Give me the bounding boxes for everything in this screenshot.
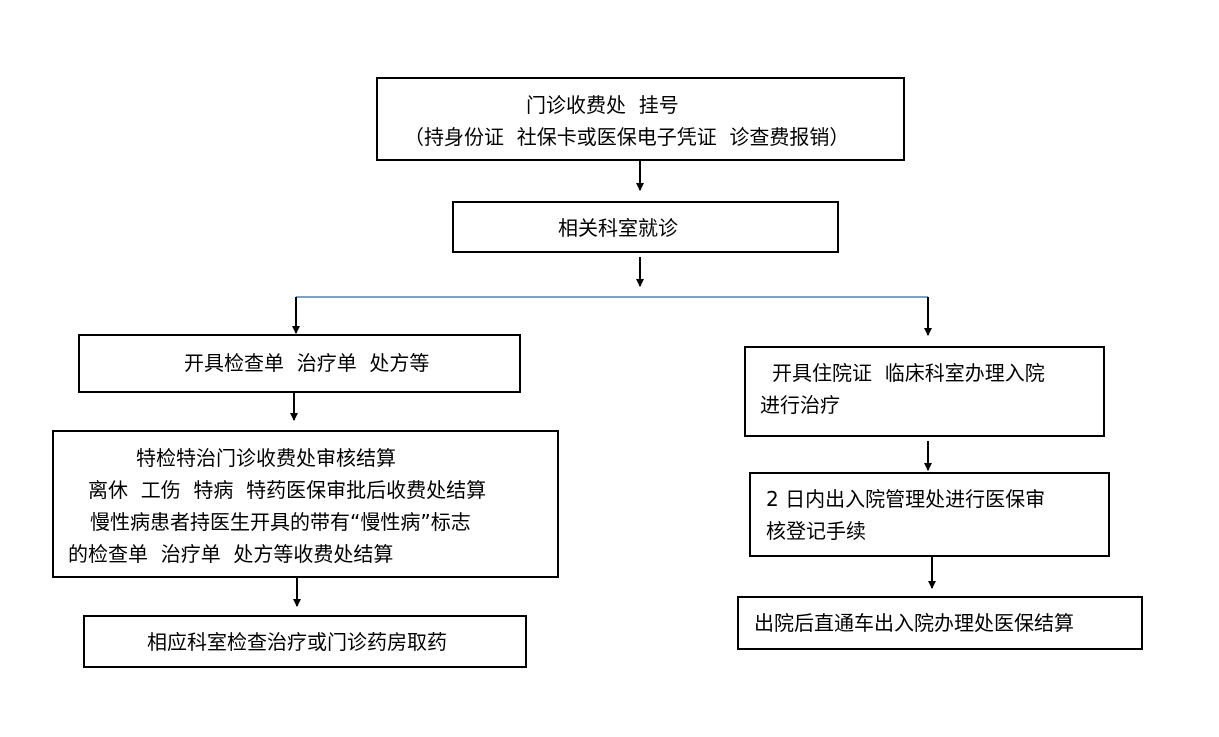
insurance-audit-box: 2 日内出入院管理处进行医保审 核登记手续	[749, 472, 1110, 557]
outpatient-settlement-box: 特检特治门诊收费处审核结算 离休 工伤 特病 特药医保审批后收费处结算 慢性病患…	[52, 430, 559, 578]
settlement-line-2: 离休 工伤 特病 特药医保审批后收费处结算	[88, 478, 487, 502]
settlement-line-4: 的检查单 治疗单 处方等收费处结算	[68, 542, 394, 566]
admission-line-2: 进行治疗	[760, 393, 840, 417]
discharge-settlement-box: 出院后直通车出入院办理处医保结算	[737, 596, 1143, 650]
settlement-line-3: 慢性病患者持医生开具的带有“慢性病”标志	[90, 510, 471, 534]
consult-label: 相关科室就诊	[558, 216, 678, 240]
treatment-pharmacy-box: 相应科室检查治疗或门诊药房取药	[83, 615, 527, 668]
discharge-settlement-label: 出院后直通车出入院办理处医保结算	[754, 611, 1074, 635]
audit-line-2: 核登记手续	[766, 519, 866, 543]
registration-requirements: （持身份证 社保卡或医保电子凭证 诊查费报销）	[404, 125, 850, 149]
admission-line-1: 开具住院证 临床科室办理入院	[772, 361, 1045, 385]
consult-box: 相关科室就诊	[452, 201, 839, 253]
registration-title: 门诊收费处 挂号	[526, 93, 679, 117]
treatment-pharmacy-label: 相应科室检查治疗或门诊药房取药	[147, 630, 447, 654]
exam-orders-box: 开具检查单 治疗单 处方等	[78, 334, 521, 393]
exam-orders-label: 开具检查单 治疗单 处方等	[184, 351, 430, 375]
settlement-line-1: 特检特治门诊收费处审核结算	[136, 446, 396, 470]
admission-box: 开具住院证 临床科室办理入院 进行治疗	[744, 346, 1105, 437]
registration-box: 门诊收费处 挂号 （持身份证 社保卡或医保电子凭证 诊查费报销）	[376, 77, 905, 161]
audit-line-1: 2 日内出入院管理处进行医保审	[766, 487, 1046, 511]
